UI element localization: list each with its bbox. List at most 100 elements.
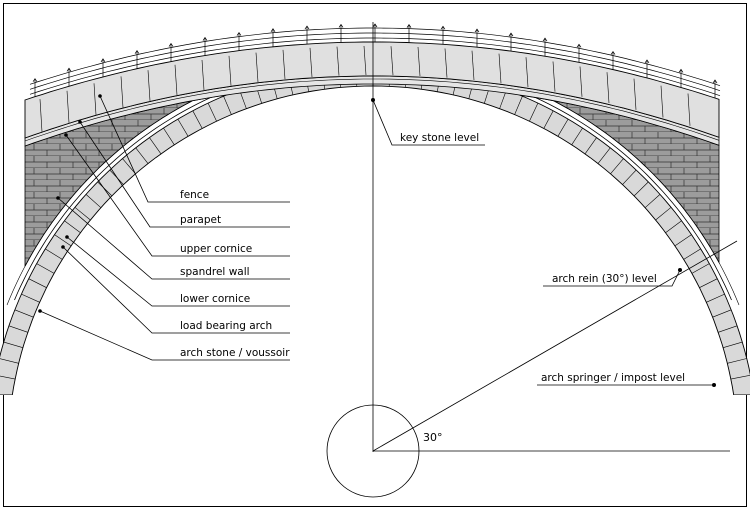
lower-cornice-leader <box>66 236 290 307</box>
voussoir-joint <box>223 96 232 115</box>
voussoir-joint <box>597 147 611 164</box>
parapet-stone-joint <box>606 72 610 104</box>
label-load-bearing-arch: load bearing arch <box>180 320 272 332</box>
parapet-stones <box>39 45 691 132</box>
key-stone-dot <box>371 98 375 102</box>
spandrel-wall-dot <box>56 196 60 200</box>
parapet-stone-joint <box>147 70 151 101</box>
fence-post-tip <box>678 68 684 73</box>
voussoir-joint <box>543 110 554 129</box>
parapet-stone-joint <box>93 83 97 115</box>
fence-post-tip <box>440 25 446 30</box>
voussoir-joint <box>644 194 661 208</box>
voussoir-joint <box>674 234 692 247</box>
arch-springer-dot <box>712 383 716 387</box>
upper-cornice-dot <box>64 133 68 137</box>
upper-cornice-leader <box>65 134 290 257</box>
fence-post-tip <box>202 36 208 41</box>
voussoir-joint <box>8 325 28 333</box>
voussoir-joint <box>149 137 162 155</box>
parapet-stone-joint <box>660 85 664 118</box>
parapet-stone-joint <box>120 76 124 108</box>
voussoir-joint <box>0 358 19 364</box>
voussoir-joint <box>655 207 672 221</box>
voussoir-joint <box>665 220 682 233</box>
parapet-stone-joint <box>336 46 340 76</box>
fence-post-tip <box>406 23 412 28</box>
leader-lines <box>39 95 714 386</box>
fence-post-tip <box>712 79 718 84</box>
voussoir-joint <box>28 278 47 288</box>
voussoir-joint <box>74 207 91 221</box>
parapet-stone-joint <box>201 59 205 91</box>
labels: fence parapet upper cornice spandrel wal… <box>180 132 685 444</box>
parapet-stone-joint <box>39 99 43 132</box>
fence-post-tip <box>66 67 72 72</box>
label-arch-springer-level: arch springer / impost level <box>541 372 685 384</box>
fence-post-tip <box>542 37 548 42</box>
fence <box>29 23 721 98</box>
label-arch-stone: arch stone / voussoir <box>180 347 290 359</box>
key-stone-leader <box>372 99 485 146</box>
parapet-stone-joint <box>471 50 475 81</box>
voussoir-joint <box>85 194 102 208</box>
fence-post-tip <box>372 23 378 28</box>
voussoir-joint <box>571 127 583 145</box>
parapet-stone-joint <box>633 78 637 110</box>
parapet <box>24 41 720 139</box>
upper-cornice-line <box>24 78 720 142</box>
fence-dot <box>98 94 102 98</box>
label-arch-rein-level: arch rein (30°) level <box>552 273 657 285</box>
fence-post-tip <box>168 42 174 47</box>
label-fence: fence <box>180 189 209 201</box>
center-circle <box>326 404 420 498</box>
fence-post-tip <box>32 78 38 82</box>
load-bearing-arch-dot <box>61 245 65 249</box>
parapet-stone-joint <box>498 53 502 84</box>
parapet-stone-joint <box>282 49 286 80</box>
voussoir-joint <box>514 96 523 115</box>
voussoir-joint <box>45 248 63 260</box>
voussoir-joint <box>691 263 710 274</box>
voussoir-joint <box>622 169 637 185</box>
rein-30deg-line <box>372 240 738 452</box>
voussoir-joint <box>122 158 136 174</box>
parapet-stone-joint <box>255 52 259 83</box>
voussoir-joint <box>706 293 725 303</box>
fence-post-tip <box>100 58 106 63</box>
voussoir-joint <box>727 358 747 364</box>
parapet-leader <box>79 121 290 228</box>
construction-lines <box>326 22 738 498</box>
lower-cornice-dot <box>65 235 69 239</box>
voussoir-joint <box>529 102 539 122</box>
voussoir-joint <box>610 158 624 174</box>
label-upper-cornice: upper cornice <box>180 243 252 255</box>
fence-post-tip <box>474 28 480 33</box>
parapet-stone-joint <box>444 48 448 78</box>
voussoir-joint <box>36 263 55 274</box>
arch-rein-dot <box>678 268 682 272</box>
parapet-dot <box>78 120 82 124</box>
parapet-stone-joint <box>525 57 529 88</box>
voussoir-joint <box>163 127 175 145</box>
voussoir-joint <box>177 118 189 137</box>
voussoir-joint <box>723 341 743 348</box>
fence-post-tip <box>270 28 276 32</box>
voussoir-joint <box>3 341 23 348</box>
voussoir-joint <box>683 248 701 260</box>
arch-ring <box>0 65 750 395</box>
voussoir-joint <box>557 118 569 137</box>
parapet-stone-joint <box>579 66 583 97</box>
parapet-stone-joint <box>687 93 691 126</box>
label-angle-30: 30° <box>423 431 443 444</box>
voussoir-joint <box>699 278 718 288</box>
fence-post-tip <box>508 32 514 37</box>
arch-rein-leader <box>543 269 681 287</box>
label-parapet: parapet <box>180 214 221 226</box>
voussoir-joint <box>64 220 81 233</box>
fence-post-tip <box>576 43 582 48</box>
voussoir-joint <box>718 325 738 333</box>
frame-border <box>3 3 747 507</box>
parapet-stone-joint <box>66 90 70 123</box>
